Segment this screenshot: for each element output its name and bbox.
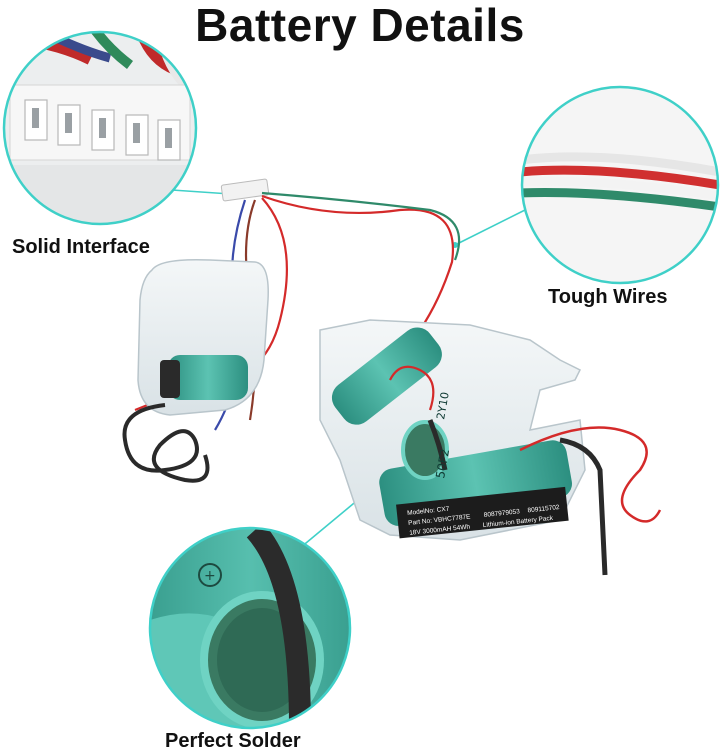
page-title: Battery Details (195, 0, 525, 51)
cell-print-1: 50F2 (433, 448, 452, 480)
callout-solid-interface: Solid Interface (12, 236, 150, 258)
svg-text:+: + (204, 568, 216, 584)
right-battery-module: 50F2 2Y10 (319, 319, 662, 576)
callout-tough-wires: Tough Wires (548, 286, 668, 308)
black-wire-coil (122, 403, 210, 483)
zoom-ring-solder (148, 526, 352, 730)
zoom-circle-wires (522, 87, 718, 283)
connector (220, 178, 270, 202)
callout-perfect-solder: Perfect Solder (165, 730, 301, 752)
cell-print-2: 2Y10 (434, 391, 452, 421)
zoom-ring-wires (520, 85, 720, 285)
label-code-1: 8087979053 (483, 508, 521, 519)
left-battery-module (137, 258, 269, 416)
zoom-circle-solder: + (150, 528, 350, 728)
label-code-2: 809115702 (527, 504, 560, 515)
zoom-ring-interface (2, 30, 198, 226)
